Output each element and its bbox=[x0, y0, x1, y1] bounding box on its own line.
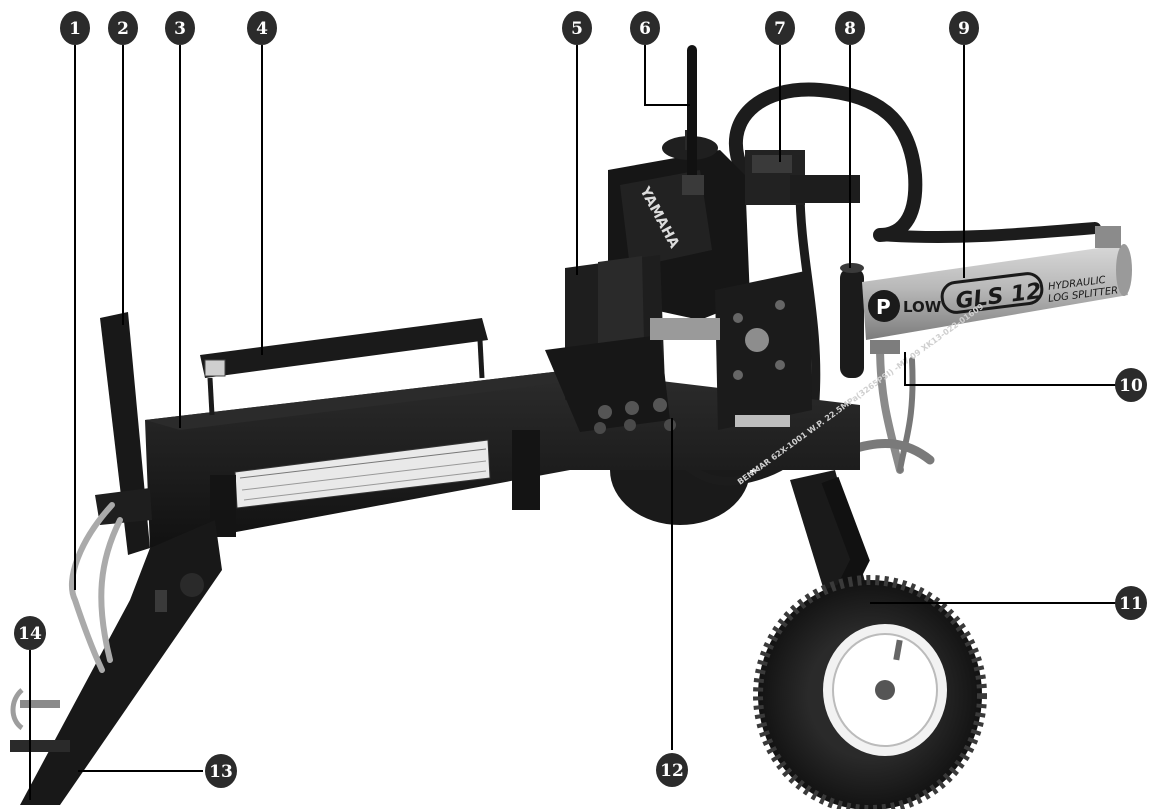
front-wheel bbox=[753, 575, 987, 809]
control-valve bbox=[745, 150, 860, 205]
tow-tongue bbox=[20, 488, 222, 805]
warning-label bbox=[234, 439, 491, 509]
pusher-block bbox=[545, 255, 676, 434]
cylinder-mount bbox=[650, 270, 812, 430]
hydraulic-reservoir bbox=[840, 263, 864, 378]
cylinder-logo-word: LOW bbox=[903, 298, 942, 316]
cylinder-logo-letter: P bbox=[876, 295, 891, 319]
log-tray bbox=[200, 318, 488, 416]
hitch-pin bbox=[10, 688, 70, 752]
tow-handle bbox=[68, 502, 123, 673]
main-beam bbox=[145, 370, 860, 548]
hydraulic-cylinder: P LOW GLS 12 HYDRAULIC LOG SPLITTER bbox=[862, 226, 1132, 354]
